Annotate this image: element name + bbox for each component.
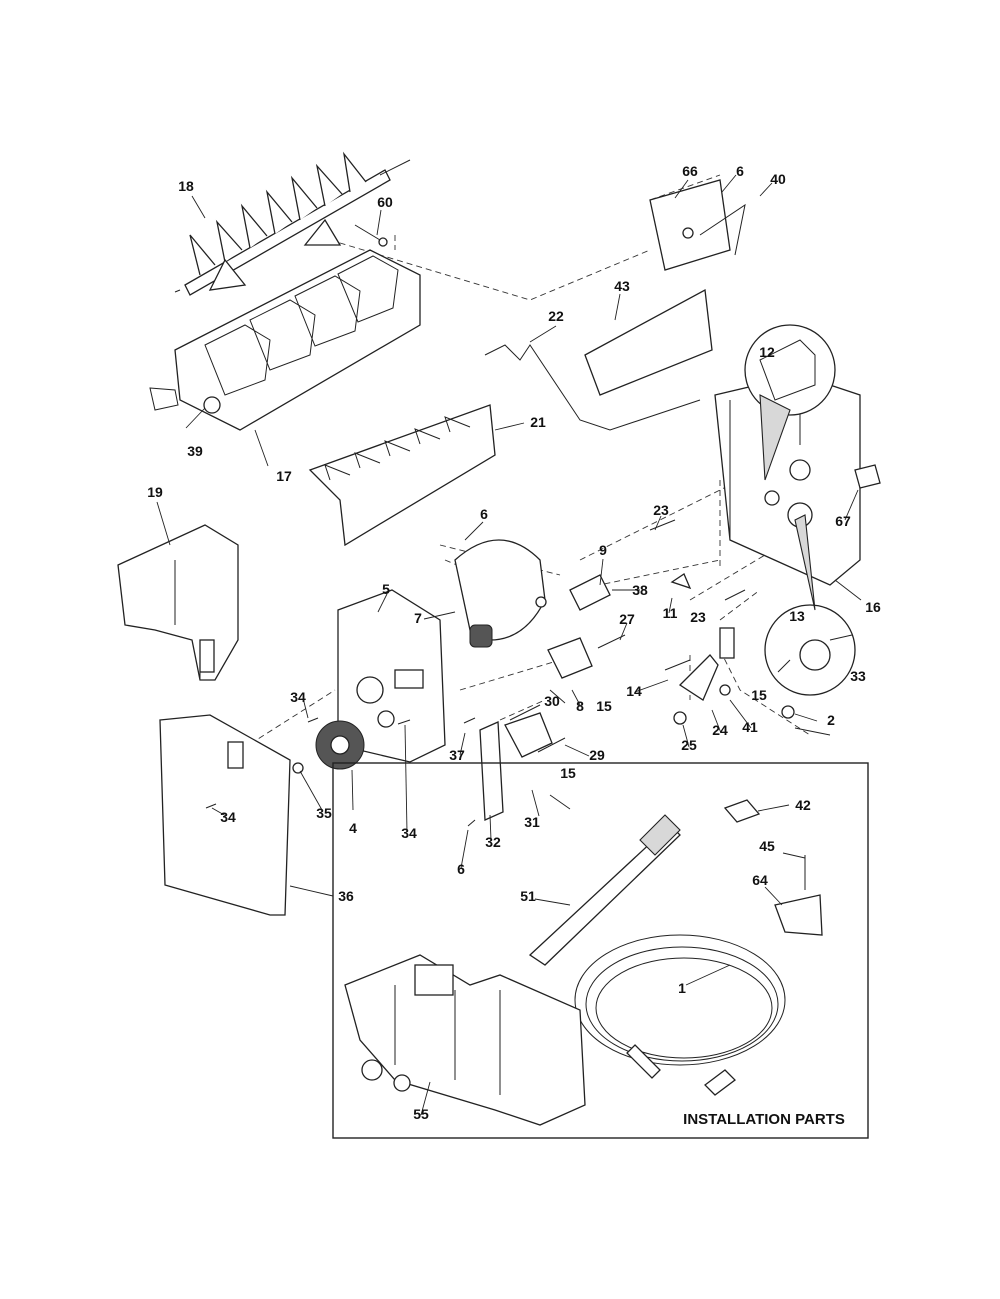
- part-callout-6b: 6: [480, 506, 488, 522]
- small-parts: [205, 519, 795, 827]
- part-callout-45: 45: [759, 838, 775, 854]
- part-callout-19: 19: [147, 484, 163, 500]
- part-callout-66: 66: [682, 163, 698, 179]
- part-callout-24: 24: [712, 722, 728, 738]
- part-callout-6c: 6: [457, 861, 465, 877]
- part-callout-37: 37: [449, 747, 465, 763]
- stripper-part: [308, 404, 496, 547]
- part-callout-21: 21: [530, 414, 546, 430]
- part-callout-33: 33: [850, 668, 866, 684]
- drive-gear-part: [292, 720, 365, 774]
- part-callout-5: 5: [382, 581, 390, 597]
- part-callout-15b: 15: [751, 687, 767, 703]
- shutoff-arm-parts: [484, 179, 746, 431]
- part-callout-67: 67: [835, 513, 851, 529]
- ice-mold-part: [149, 218, 421, 431]
- part-callout-43: 43: [614, 278, 630, 294]
- part-callout-34c: 34: [401, 825, 417, 841]
- part-callout-42: 42: [795, 797, 811, 813]
- part-callout-14: 14: [626, 683, 642, 699]
- part-callout-40: 40: [770, 171, 786, 187]
- part-callout-15a: 15: [596, 698, 612, 714]
- part-callout-36: 36: [338, 888, 354, 904]
- part-callout-7: 7: [414, 610, 422, 626]
- part-callout-41: 41: [742, 719, 758, 735]
- part-callout-29: 29: [589, 747, 605, 763]
- part-callout-30: 30: [544, 693, 560, 709]
- part-callout-12: 12: [759, 344, 775, 360]
- part-callout-13: 13: [789, 608, 805, 624]
- part-callout-51: 51: [520, 888, 536, 904]
- part-callout-34b: 34: [220, 809, 236, 825]
- part-callout-8: 8: [576, 698, 584, 714]
- part-callout-1: 1: [678, 980, 686, 996]
- part-callout-16: 16: [865, 599, 881, 615]
- part-callout-22: 22: [548, 308, 564, 324]
- part-callout-64: 64: [752, 872, 768, 888]
- part-callout-38: 38: [632, 582, 648, 598]
- part-callout-31: 31: [524, 814, 540, 830]
- part-callout-39: 39: [187, 443, 203, 459]
- part-callout-35: 35: [316, 805, 332, 821]
- part-callout-32: 32: [485, 834, 501, 850]
- part-callout-6a: 6: [736, 163, 744, 179]
- part-callout-23b: 23: [690, 609, 706, 625]
- part-callout-23a: 23: [653, 502, 669, 518]
- part-callout-17: 17: [276, 468, 292, 484]
- part-callout-55: 55: [413, 1106, 429, 1122]
- part-callout-11: 11: [663, 605, 678, 621]
- part-callout-60: 60: [377, 194, 393, 210]
- screw-60-part: [354, 224, 388, 247]
- detail-callouts: [744, 324, 856, 696]
- part-callout-9: 9: [599, 542, 607, 558]
- installation-parts-label: INSTALLATION PARTS: [683, 1111, 845, 1128]
- part-callout-2: 2: [827, 712, 835, 728]
- leader-lines: [156, 174, 862, 1116]
- mounting-bracket-part: [117, 524, 239, 681]
- part-callout-25: 25: [681, 737, 697, 753]
- installation-parts: [344, 799, 823, 1126]
- motor-part: [454, 539, 547, 648]
- part-callout-15c: 15: [560, 765, 576, 781]
- ejector-blade-part: [174, 151, 411, 296]
- part-callout-4: 4: [349, 820, 357, 836]
- part-callout-34a: 34: [290, 689, 306, 705]
- part-callout-27: 27: [619, 611, 635, 627]
- installation-parts-box: [332, 762, 869, 1139]
- part-callout-18: 18: [178, 178, 194, 194]
